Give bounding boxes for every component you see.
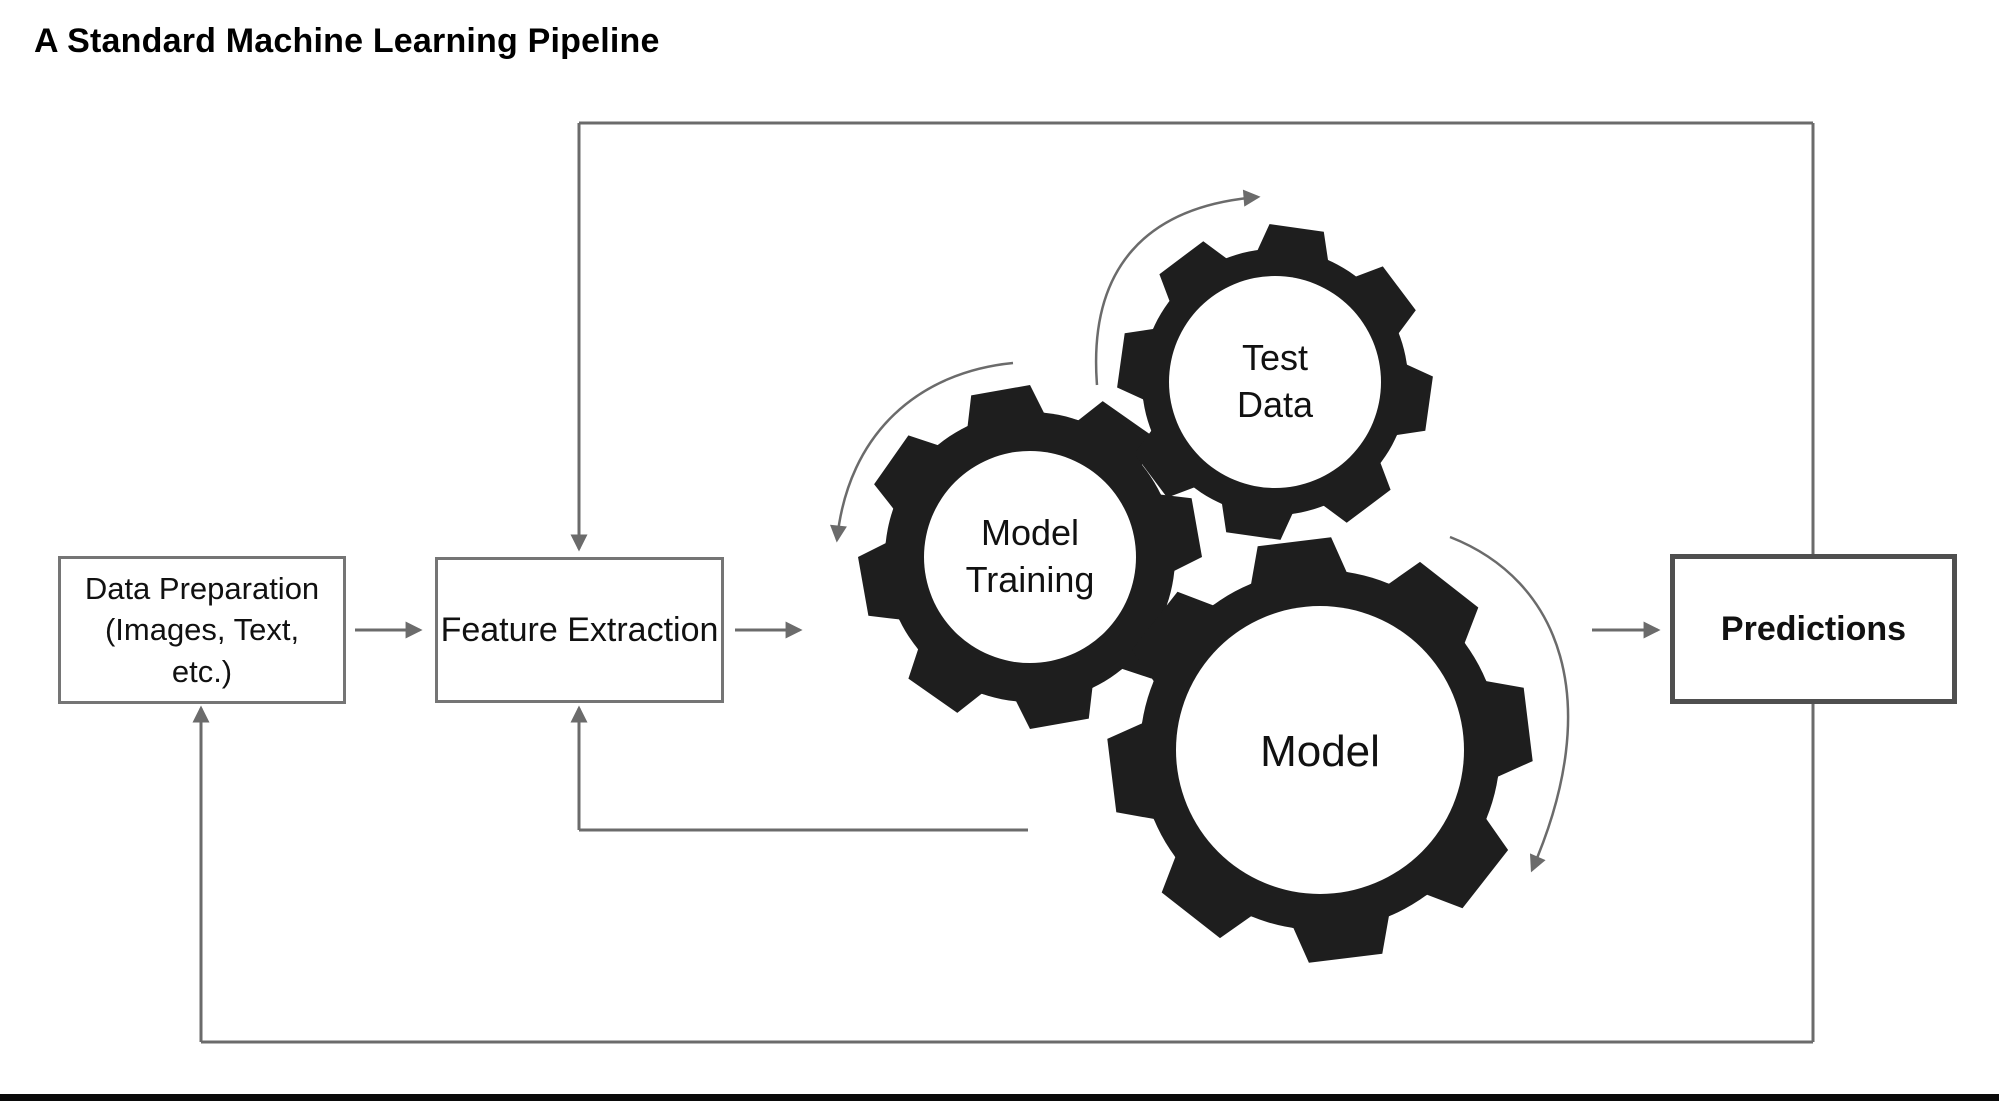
model-training-gear <box>858 385 1202 729</box>
feedback-loop-training <box>570 705 1028 832</box>
model-gear <box>1107 537 1533 963</box>
rotation-arc-model-training <box>830 361 1014 543</box>
feature-extraction-label: Feature Extraction <box>440 610 719 649</box>
feedback-loop-bottom <box>192 705 1813 1044</box>
rotation-arc-model <box>1449 535 1570 873</box>
feature-extraction-box: Feature Extraction <box>435 557 724 703</box>
page-title: A Standard Machine Learning Pipeline <box>34 22 660 60</box>
bottom-divider <box>0 1094 1999 1101</box>
rotation-arc-test-data <box>1094 189 1261 386</box>
test-data-gear <box>1117 224 1433 540</box>
predictions-box: Predictions <box>1670 554 1957 704</box>
data-preparation-label: Data Preparation (Images, Text, etc.) <box>84 571 320 689</box>
data-preparation-box: Data Preparation (Images, Text, etc.) <box>58 556 346 704</box>
predictions-label: Predictions <box>1720 609 1907 648</box>
